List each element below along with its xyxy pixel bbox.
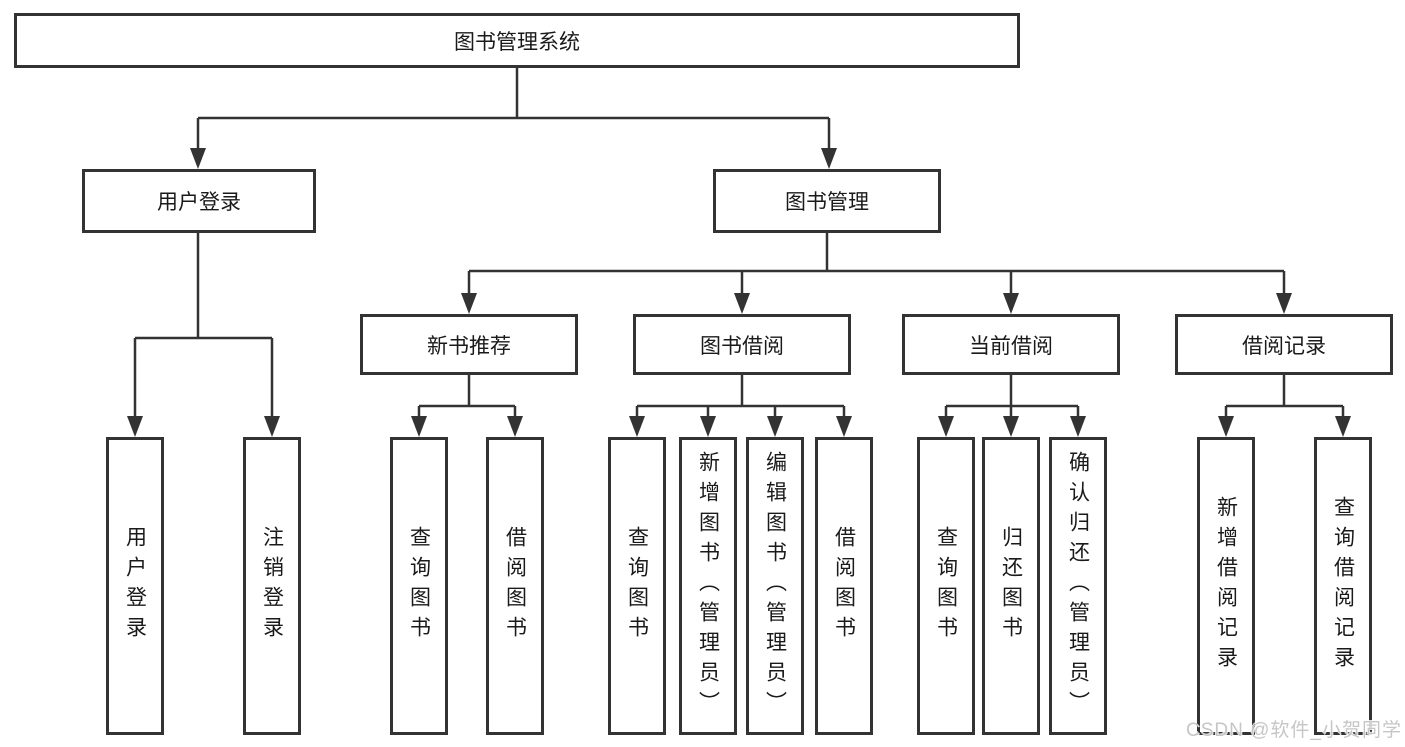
leaf-add-books-admin: 新增图书（管理员） bbox=[679, 437, 737, 735]
node-label: 用户登录 bbox=[157, 191, 241, 214]
arrowhead-icons bbox=[127, 148, 1351, 437]
node-label: 图书管理系统 bbox=[454, 30, 580, 54]
leaf-query-books-recommend: 查询图书 bbox=[390, 437, 448, 735]
leaf-return-books: 归还图书 bbox=[982, 437, 1040, 735]
leaf-label: 注销登录 bbox=[260, 526, 284, 646]
node-book-borrow: 图书借阅 bbox=[633, 314, 851, 375]
watermark: CSDN @软件_小贺同学 bbox=[1186, 720, 1402, 741]
leaf-label: 查询图书 bbox=[934, 526, 958, 646]
leaf-borrow-books: 借阅图书 bbox=[815, 437, 873, 735]
leaf-query-borrow-record: 查询借阅记录 bbox=[1314, 437, 1372, 735]
node-label: 新书推荐 bbox=[427, 334, 511, 358]
leaf-label: 借阅图书 bbox=[832, 526, 856, 646]
leaf-label: 归还图书 bbox=[999, 526, 1023, 646]
leaf-add-borrow-record: 新增借阅记录 bbox=[1197, 437, 1255, 735]
node-label: 图书借阅 bbox=[700, 334, 784, 358]
leaf-label: 查询借阅记录 bbox=[1331, 496, 1355, 676]
leaf-label: 查询图书 bbox=[625, 526, 649, 646]
leaf-borrow-books-recommend: 借阅图书 bbox=[486, 437, 544, 735]
leaf-edit-books-admin: 编辑图书（管理员） bbox=[746, 437, 804, 735]
leaf-label: 查询图书 bbox=[407, 526, 431, 646]
leaf-query-books-borrow: 查询图书 bbox=[608, 437, 666, 735]
leaf-user-login: 用户登录 bbox=[106, 437, 164, 735]
node-label: 借阅记录 bbox=[1242, 334, 1326, 358]
node-library-management-system: 图书管理系统 bbox=[14, 13, 1020, 68]
leaf-label: 新增借阅记录 bbox=[1214, 496, 1238, 676]
leaf-label: 编辑图书（管理员） bbox=[763, 451, 787, 721]
leaf-logout-login: 注销登录 bbox=[243, 437, 301, 735]
node-new-book-recommend: 新书推荐 bbox=[360, 314, 578, 375]
leaf-label: 确认归还（管理员） bbox=[1066, 451, 1090, 721]
node-label: 当前借阅 bbox=[969, 334, 1053, 358]
node-current-borrow: 当前借阅 bbox=[902, 314, 1120, 375]
node-book-management: 图书管理 bbox=[713, 169, 941, 233]
node-label: 图书管理 bbox=[785, 191, 869, 214]
leaf-confirm-return-admin: 确认归还（管理员） bbox=[1049, 437, 1107, 735]
node-borrow-records: 借阅记录 bbox=[1175, 314, 1393, 375]
leaf-label: 借阅图书 bbox=[503, 526, 527, 646]
leaf-query-books-current: 查询图书 bbox=[917, 437, 975, 735]
node-user-login: 用户登录 bbox=[82, 169, 316, 233]
leaf-label: 新增图书（管理员） bbox=[696, 451, 720, 721]
leaf-label: 用户登录 bbox=[123, 526, 147, 646]
